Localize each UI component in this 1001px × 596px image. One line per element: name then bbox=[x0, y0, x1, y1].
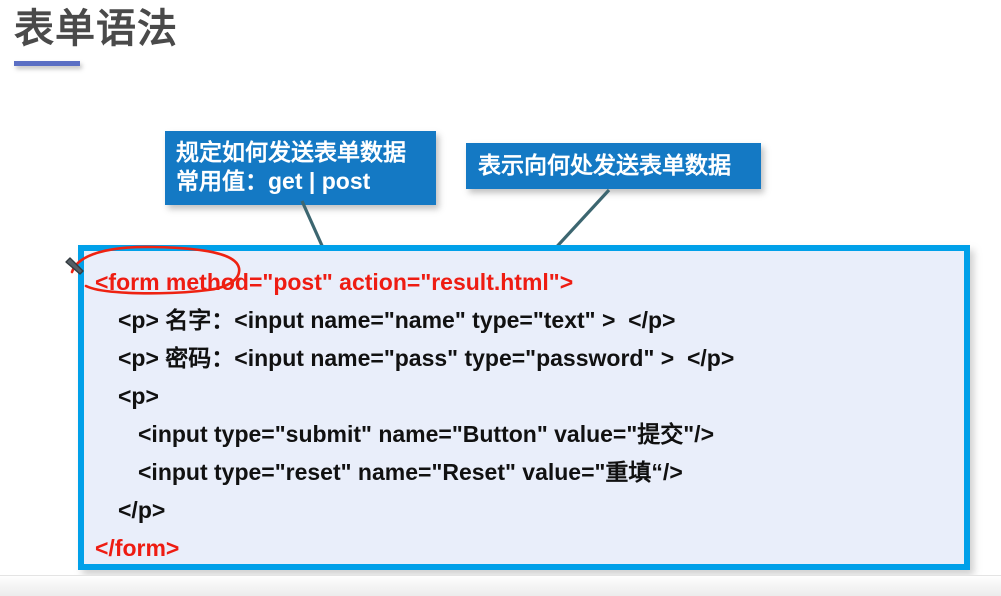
code-line-8: </form> bbox=[95, 535, 180, 561]
code-line-5: <input type="submit" name="Button" value… bbox=[138, 421, 714, 447]
action-callout-line-1: 表示向何处发送表单数据 bbox=[478, 152, 731, 178]
code-line-3: <p> 密码：<input name="pass" type="password… bbox=[118, 345, 735, 371]
page-title-block: 表单语法 bbox=[14, 6, 178, 52]
code-line-4: <p> bbox=[118, 383, 159, 409]
method-callout: 规定如何发送表单数据 常用值：get | post bbox=[165, 131, 436, 205]
method-callout-line-1: 规定如何发送表单数据 bbox=[176, 139, 406, 165]
method-callout-line-2: 常用值：get | post bbox=[176, 168, 371, 195]
code-block: <form method="post" action="result.html"… bbox=[78, 245, 970, 570]
footer-divider bbox=[0, 575, 1001, 576]
action-callout: 表示向何处发送表单数据 bbox=[466, 143, 761, 190]
code-line-1: <form method="post" action="result.html"… bbox=[95, 269, 574, 295]
page-title: 表单语法 bbox=[14, 7, 178, 51]
code-line-6: <input type="reset" name="Reset" value="… bbox=[138, 459, 683, 485]
code-line-2: <p> 名字：<input name="name" type="text" > … bbox=[118, 307, 676, 333]
code-line-7: </p> bbox=[118, 497, 166, 523]
footer-strip bbox=[0, 576, 1001, 596]
title-accent-rule bbox=[14, 61, 80, 66]
